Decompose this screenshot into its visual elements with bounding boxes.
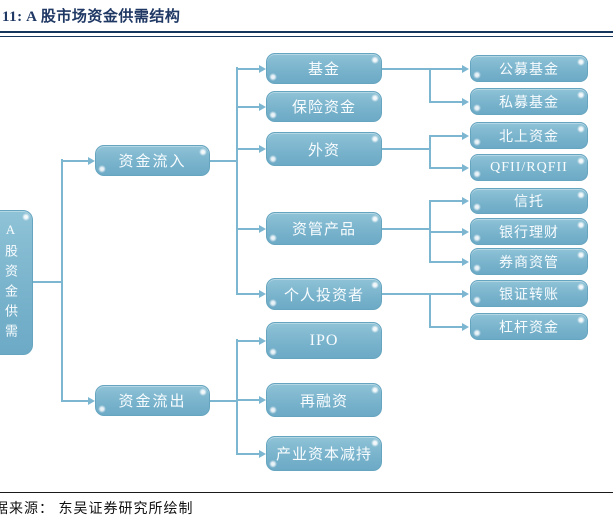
arrowhead-funds <box>259 64 266 73</box>
node-qfii-rqfii: QFII/RQFII <box>470 154 588 181</box>
connector-funds-hline <box>236 67 260 70</box>
node-label: A股资金供需 <box>3 221 18 344</box>
connector-root-hline <box>33 281 62 283</box>
connector-trust-hline <box>429 200 463 202</box>
connector-brokerage-am-hline <box>429 260 463 263</box>
node-private-funds: 私募基金 <box>470 88 588 115</box>
connector-individual-trunk <box>429 292 431 327</box>
node-individual-investors: 个人投资者 <box>266 278 382 310</box>
node-funds: 基金 <box>266 53 382 84</box>
connector-foreign-trunk <box>429 134 431 169</box>
node-brokerage-asset-management: 券商资管 <box>470 248 588 275</box>
arrowhead-inflow <box>88 156 95 165</box>
connector-refinancing-hline <box>236 399 260 401</box>
connector-foreign-parent-hline <box>382 148 430 150</box>
connector-foreign-hline <box>236 148 260 150</box>
node-bank-securities-transfer: 银证转账 <box>470 280 588 307</box>
arrowhead-public-funds <box>462 64 469 73</box>
arrowhead-northbound <box>462 131 469 140</box>
connector-public-funds-hline <box>429 67 463 70</box>
node-industrial-capital-reduction: 产业资本减持 <box>266 436 382 471</box>
connector-funds-parent-hline <box>382 67 430 70</box>
node-insurance-capital: 保险资金 <box>266 91 382 122</box>
connector-ipo-hline <box>236 339 260 342</box>
arrowhead-foreign <box>259 145 266 153</box>
arrowhead-qfii <box>462 163 469 172</box>
connector-outflow-trunk <box>236 339 238 454</box>
arrowhead-reduction <box>259 449 266 458</box>
arrowhead-individual <box>259 290 266 298</box>
footer-rule <box>0 492 613 493</box>
node-a-share-capital-supply-demand: A股资金供需 <box>0 210 33 355</box>
connector-inflow-parent-hline <box>210 159 237 162</box>
connector-funds-trunk <box>429 67 431 103</box>
header-rule-thick <box>0 31 613 33</box>
connector-leveraged-hline <box>429 325 463 328</box>
connector-private-funds-hline <box>429 100 463 103</box>
connector-individual-parent-hline <box>382 293 430 295</box>
header-rule-thin <box>0 36 613 37</box>
connector-qfii-hline <box>429 166 463 169</box>
connector-bank-transfer-hline <box>429 292 463 295</box>
arrowhead-bank-transfer <box>462 289 469 298</box>
arrowhead-trust <box>462 197 469 205</box>
node-leveraged-funds: 杠杆资金 <box>470 313 588 340</box>
connector-asset-mgmt-hline <box>236 227 260 230</box>
connector-outflow-parent-hline <box>210 399 237 402</box>
arrowhead-asset-mgmt <box>259 224 266 233</box>
source-note: 据来源： 东吴证券研究所绘制 <box>0 502 194 517</box>
arrowhead-private-funds <box>462 97 469 106</box>
node-trust: 信托 <box>470 188 588 214</box>
connector-root-trunk <box>61 159 63 401</box>
node-refinancing: 再融资 <box>266 383 382 417</box>
connector-individual-hline <box>236 293 260 295</box>
arrowhead-ipo <box>259 336 266 345</box>
connector-bank-wm-hline <box>429 230 463 233</box>
connector-inflow-hline <box>61 159 89 162</box>
arrowhead-leveraged <box>462 322 469 331</box>
figure-title: 11: A 股市场资金供需结构 <box>2 9 181 25</box>
node-asset-management-products: 资管产品 <box>266 212 382 245</box>
connector-outflow-hline <box>61 399 89 402</box>
node-capital-outflow: 资金流出 <box>95 385 210 416</box>
connector-reduction-hline <box>236 452 260 455</box>
arrowhead-insurance <box>259 102 266 111</box>
arrowhead-outflow <box>88 396 95 405</box>
node-ipo: IPO <box>266 322 382 359</box>
connector-insurance-hline <box>236 105 260 108</box>
node-capital-inflow: 资金流入 <box>95 145 210 176</box>
node-foreign-capital: 外资 <box>266 132 382 166</box>
node-bank-wealth-management: 银行理财 <box>470 218 588 245</box>
arrowhead-refinancing <box>259 396 266 404</box>
connector-northbound-hline <box>429 134 463 137</box>
connector-inflow-trunk <box>236 67 238 295</box>
connector-asset-mgmt-parent-hline <box>382 227 430 230</box>
node-public-funds: 公募基金 <box>470 55 588 82</box>
arrowhead-brokerage-am <box>462 257 469 266</box>
node-northbound-capital: 北上资金 <box>470 122 588 149</box>
arrowhead-bank-wm <box>462 227 469 236</box>
